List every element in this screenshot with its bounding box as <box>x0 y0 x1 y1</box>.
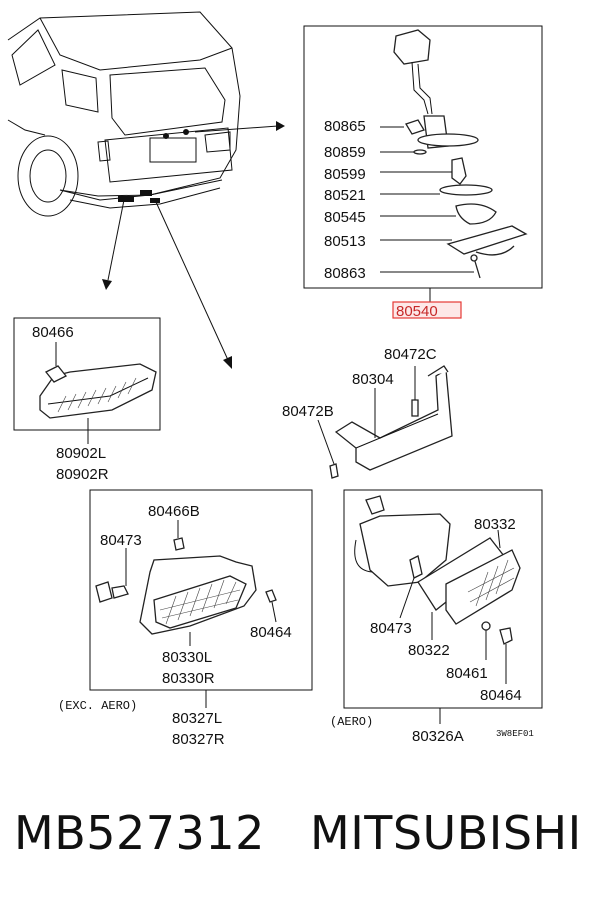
note-exc-aero: (EXC. AERO) <box>58 699 137 713</box>
callout-80521: 80521 <box>324 187 366 204</box>
callout-80865: 80865 <box>324 118 366 135</box>
highlight-box <box>392 301 462 319</box>
brand-name: MITSUBISHI <box>310 806 582 860</box>
parts-diagram: 80865 80859 80599 80521 80545 80513 8086… <box>7 11 543 748</box>
callout-80540[interactable]: 80540 <box>396 303 438 320</box>
callout-80466b: 80466B <box>148 503 200 520</box>
callout-80304: 80304 <box>352 371 394 388</box>
reflector-box <box>13 317 161 444</box>
rear-lamp-box-exc-aero <box>89 489 313 708</box>
callout-80330r: 80330R <box>162 670 215 687</box>
callout-80473-aero: 80473 <box>370 620 412 637</box>
callout-80327r: 80327R <box>172 731 225 748</box>
callout-80466: 80466 <box>32 324 74 341</box>
callout-80322: 80322 <box>408 642 450 659</box>
highlighted-part-80540[interactable]: 80540 <box>392 301 462 320</box>
callout-80859: 80859 <box>324 144 366 161</box>
callout-80902l: 80902L <box>56 445 106 462</box>
callout-80327l: 80327L <box>172 710 222 727</box>
callout-80473-exc: 80473 <box>100 532 142 549</box>
note-aero: (AERO) <box>330 715 373 729</box>
callout-80863: 80863 <box>324 265 366 282</box>
callout-80464-aero: 80464 <box>480 687 522 704</box>
diagram-code: 3W8EF01 <box>496 729 534 739</box>
rear-lamp-box-aero <box>343 489 543 724</box>
callout-80472b: 80472B <box>282 403 334 420</box>
bracket-assembly <box>317 365 453 479</box>
callout-80513: 80513 <box>324 233 366 250</box>
callout-80330l: 80330L <box>162 649 212 666</box>
callout-80902r: 80902R <box>56 466 109 483</box>
callout-80464-exc: 80464 <box>250 624 292 641</box>
callout-80332: 80332 <box>474 516 516 533</box>
callout-80545: 80545 <box>324 209 366 226</box>
footer: MB527312 MITSUBISHI <box>0 800 600 880</box>
part-number: MB527312 <box>14 806 265 860</box>
callout-80472c: 80472C <box>384 346 437 363</box>
vehicle-rear-illustration <box>7 11 285 369</box>
callout-80599: 80599 <box>324 166 366 183</box>
licence-lamp-box <box>303 25 543 302</box>
callout-80326a: 80326A <box>412 728 464 745</box>
callout-80461: 80461 <box>446 665 488 682</box>
